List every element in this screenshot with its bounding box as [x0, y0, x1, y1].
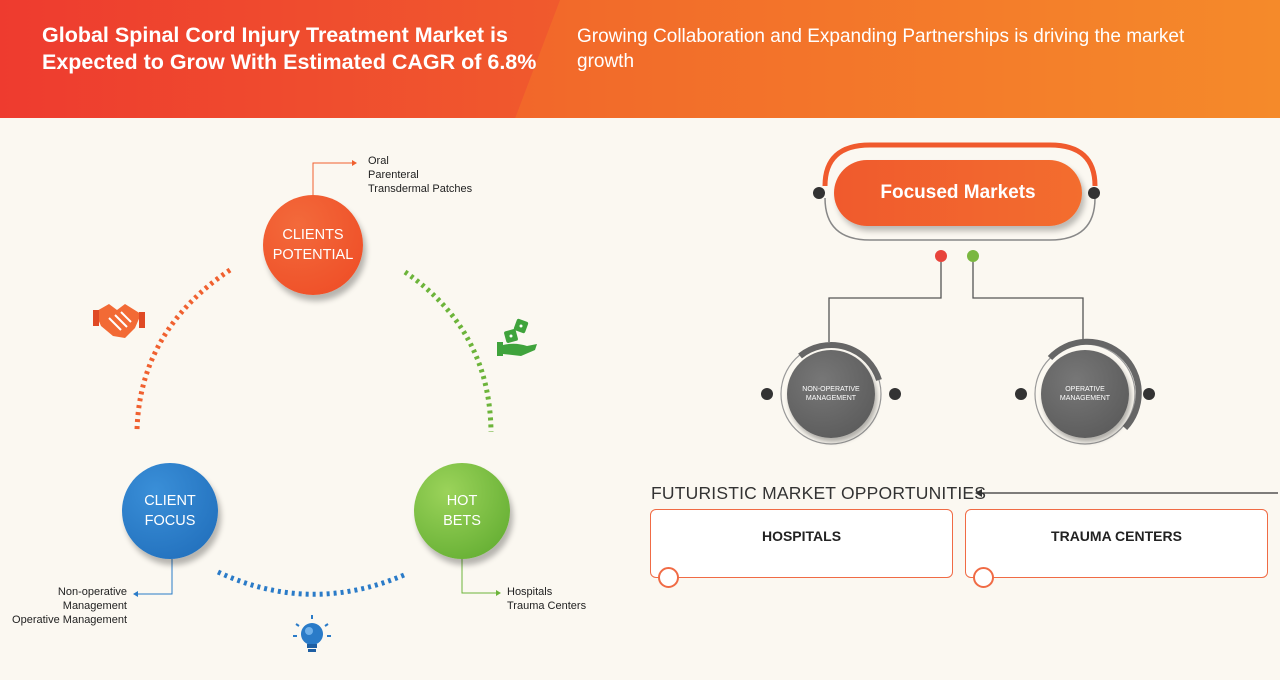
non-operative-line1: NON-OPERATIVE: [802, 386, 860, 393]
non-operative-management-circle: NON-OPERATIVE MANAGEMENT: [787, 350, 875, 438]
client-focus-circle: CLIENT FOCUS: [122, 463, 218, 559]
list-item: Transdermal Patches: [368, 183, 473, 195]
operative-line1: OPERATIVE: [1065, 386, 1105, 393]
clients-potential-line2: POTENTIAL: [272, 247, 354, 263]
list-item: Trauma Centers: [507, 600, 587, 612]
opportunity-box-hospitals: HOSPITALS: [650, 509, 953, 578]
hot-bets-list: Hospitals Trauma Centers: [507, 585, 586, 613]
clients-potential-list: Oral Parenteral Transdermal Patches: [368, 154, 472, 196]
clients-potential-line1: CLIENTS: [282, 227, 344, 243]
client-focus-line2: FOCUS: [144, 513, 196, 529]
list-item: Management: [62, 600, 127, 612]
opportunity-label: TRAUMA CENTERS: [1051, 528, 1182, 544]
focused-markets-pill: Focused Markets: [834, 160, 1082, 226]
list-item: Non-operative: [57, 586, 127, 598]
list-item: Operative Management: [12, 614, 127, 626]
header-banner: Global Spinal Cord Injury Treatment Mark…: [0, 0, 1280, 118]
box-ring-decoration: [973, 567, 994, 588]
header-subtitle: Growing Collaboration and Expanding Part…: [577, 26, 1185, 72]
list-item: Hospitals: [507, 586, 553, 598]
hot-bets-line1: HOT: [446, 493, 478, 509]
opportunity-label: HOSPITALS: [761, 528, 842, 544]
hot-bets-line2: BETS: [443, 513, 481, 529]
box-ring-decoration: [658, 567, 679, 588]
opportunity-box-trauma-centers: TRAUMA CENTERS: [965, 509, 1268, 578]
client-focus-list: Non-operative Management Operative Manag…: [2, 585, 127, 627]
header-title-panel: [0, 0, 560, 118]
clients-potential-circle: CLIENTS POTENTIAL: [263, 195, 363, 295]
header-title: Global Spinal Cord Injury Treatment Mark…: [42, 23, 537, 74]
hot-bets-circle: HOT BETS: [414, 463, 510, 559]
operative-management-circle: OPERATIVE MANAGEMENT: [1041, 350, 1129, 438]
client-focus-line1: CLIENT: [144, 493, 196, 509]
opportunities-title: FUTURISTIC MARKET OPPORTUNITIES: [651, 483, 987, 503]
operative-line2: MANAGEMENT: [1059, 395, 1111, 402]
list-item: Parenteral: [368, 169, 419, 181]
list-item: Oral: [368, 155, 389, 167]
non-operative-line2: MANAGEMENT: [805, 395, 857, 402]
